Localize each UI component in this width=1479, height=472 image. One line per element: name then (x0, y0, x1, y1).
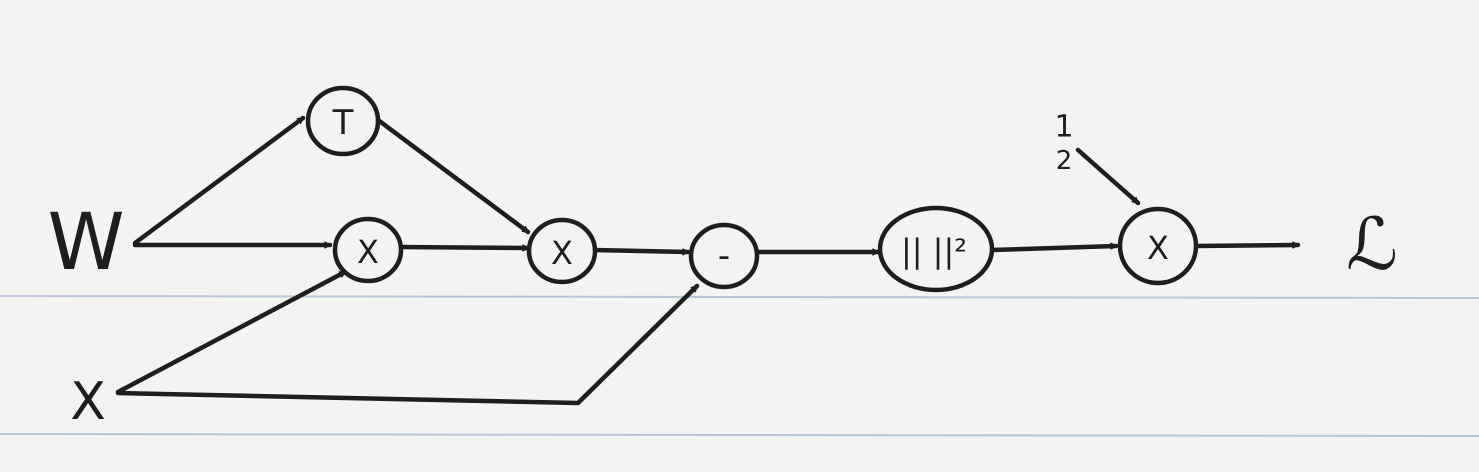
multiply-node-3-label: X (1147, 229, 1169, 267)
transpose-node: T (305, 85, 381, 157)
multiply-node-1-label: X (357, 233, 379, 271)
edge-half-to-mult3 (1075, 147, 1141, 206)
multiply-node-2-label: X (551, 234, 573, 272)
subtract-node: - (688, 222, 760, 290)
notebook-rule-line (0, 433, 1479, 437)
constant-one-half: 1 2 (1054, 110, 1073, 177)
edge-norm-to-mult3 (989, 246, 1119, 253)
multiply-node-3: X (1117, 206, 1199, 286)
subtract-node-label: - (718, 236, 730, 276)
edge-transpose-to-mult2 (375, 117, 531, 235)
transpose-node-label: T (332, 103, 354, 143)
edge-x-to-subtract (115, 283, 700, 406)
edge-mult3-to-loss (1193, 245, 1301, 246)
constant-numerator: 1 (1054, 110, 1073, 145)
edge-w-to-transpose (132, 115, 306, 246)
input-w-label: W (47, 198, 124, 288)
edge-mult1-to-mult2 (395, 247, 531, 248)
squared-norm-node: || ||² (877, 205, 995, 293)
constant-denominator: 2 (1056, 146, 1073, 176)
loss-output-label: ℒ (1346, 202, 1398, 286)
edge-x-to-mult1 (115, 269, 348, 395)
input-x-label: X (70, 372, 106, 432)
notebook-rule-line (0, 295, 1479, 299)
squared-norm-node-label: || ||² (901, 232, 967, 270)
multiply-node-2: X (526, 217, 598, 285)
multiply-node-1: X (332, 216, 404, 284)
edge-mult2-to-subtract (590, 247, 691, 252)
